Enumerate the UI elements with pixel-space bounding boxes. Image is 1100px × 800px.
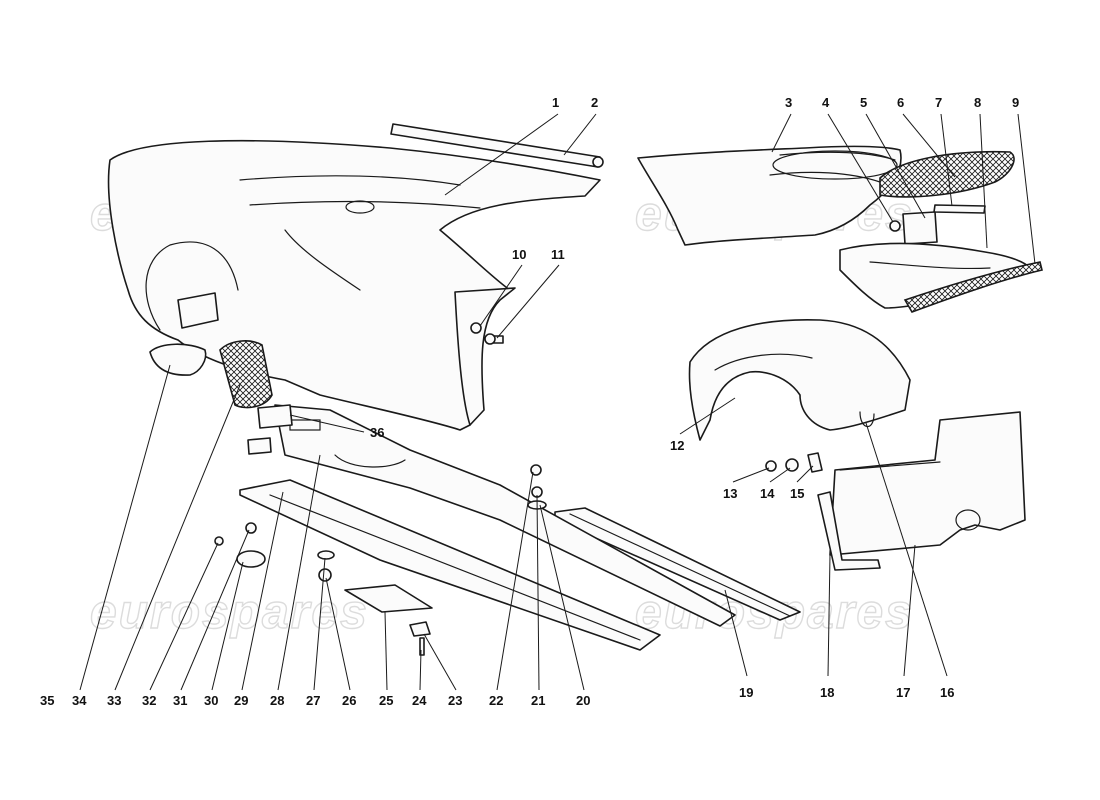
part-mount-30 bbox=[236, 550, 266, 568]
callout-17: 17 bbox=[896, 685, 910, 700]
part-screw-11 bbox=[484, 333, 504, 345]
callout-11: 11 bbox=[551, 247, 565, 262]
callout-18: 18 bbox=[820, 685, 834, 700]
part-washer-14 bbox=[785, 458, 799, 472]
callout-33: 33 bbox=[107, 693, 121, 708]
part-mesh-grille-6 bbox=[879, 150, 1015, 198]
part-bolt-31 bbox=[245, 522, 257, 534]
callout-31: 31 bbox=[173, 693, 187, 708]
callout-30: 30 bbox=[204, 693, 218, 708]
callout-3: 3 bbox=[785, 95, 792, 110]
callout-2: 2 bbox=[591, 95, 598, 110]
part-bracket-5 bbox=[902, 211, 938, 245]
callout-26: 26 bbox=[342, 693, 356, 708]
part-bent-tube-18 bbox=[817, 491, 881, 571]
callout-29: 29 bbox=[234, 693, 248, 708]
callout-19: 19 bbox=[739, 685, 753, 700]
part-nut-26 bbox=[318, 568, 332, 582]
part-lower-sill-29 bbox=[239, 479, 661, 651]
part-washer-10 bbox=[470, 322, 482, 334]
callout-28: 28 bbox=[270, 693, 284, 708]
part-screw-22 bbox=[530, 464, 542, 476]
callout-8: 8 bbox=[974, 95, 981, 110]
callout-15: 15 bbox=[790, 486, 804, 501]
callout-22: 22 bbox=[489, 693, 503, 708]
callout-1: 1 bbox=[552, 95, 559, 110]
part-mesh-strip-9 bbox=[903, 261, 1043, 313]
part-side-inner-panel bbox=[829, 411, 1026, 556]
callout-13: 13 bbox=[723, 486, 737, 501]
part-bracket-36 bbox=[257, 404, 293, 429]
callout-12: 12 bbox=[670, 438, 684, 453]
callout-24: 24 bbox=[412, 693, 427, 708]
callout-21: 21 bbox=[531, 693, 545, 708]
part-screw-33 bbox=[214, 536, 224, 546]
callout-20: 20 bbox=[576, 693, 590, 708]
part-screw-4 bbox=[889, 220, 901, 232]
callout-7: 7 bbox=[935, 95, 942, 110]
part-label-32 bbox=[247, 437, 272, 455]
part-mesh-vent-34 bbox=[219, 340, 273, 409]
callout-10: 10 bbox=[512, 247, 526, 262]
part-rear-fender-panel bbox=[107, 139, 601, 431]
part-washer-27 bbox=[317, 550, 335, 560]
callout-16: 16 bbox=[940, 685, 954, 700]
part-engine-cover-side bbox=[637, 145, 902, 246]
watermark-text: eurospares bbox=[90, 586, 369, 639]
callout-35: 35 bbox=[40, 693, 54, 708]
callout-6: 6 bbox=[897, 95, 904, 110]
part-trim-strip bbox=[390, 123, 604, 168]
callout-labels: 1 2 3 4 5 6 7 8 9 10 11 12 13 14 15 16 1… bbox=[40, 95, 1019, 708]
part-bracket-7 bbox=[933, 204, 986, 214]
callout-36: 36 bbox=[370, 425, 384, 440]
leader-lines bbox=[79, 113, 1036, 691]
part-wheel-arch-liner bbox=[688, 318, 911, 441]
part-clip-23 bbox=[409, 621, 431, 637]
callout-23: 23 bbox=[448, 693, 462, 708]
callout-34: 34 bbox=[72, 693, 87, 708]
callout-27: 27 bbox=[306, 693, 320, 708]
callout-14: 14 bbox=[760, 486, 775, 501]
part-side-light-35 bbox=[149, 343, 207, 376]
callout-9: 9 bbox=[1012, 95, 1019, 110]
callout-4: 4 bbox=[822, 95, 830, 110]
part-plate-25 bbox=[344, 584, 433, 613]
part-bolt-13 bbox=[765, 460, 777, 472]
callout-5: 5 bbox=[860, 95, 867, 110]
callout-32: 32 bbox=[142, 693, 156, 708]
callout-25: 25 bbox=[379, 693, 393, 708]
